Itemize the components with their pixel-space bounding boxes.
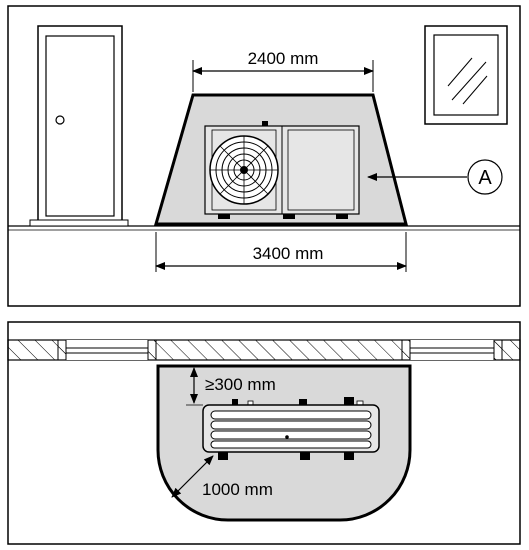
heat-pump-unit-top-icon: [202, 397, 380, 460]
bottom-width-dimension: 3400 mm: [155, 232, 407, 272]
radius-dimension: 1000 mm: [171, 455, 273, 499]
window-icon: [424, 25, 508, 125]
zone-marker-callout: A: [367, 159, 503, 195]
top-width-label: 2400 mm: [248, 49, 319, 68]
zone-marker-label: A: [478, 167, 492, 189]
rear-clearance-dimension: ≥300 mm: [186, 367, 276, 406]
bottom-width-label: 3400 mm: [253, 244, 324, 263]
front-view-panel: 2400 mm 3400 mm A: [7, 5, 521, 307]
heat-pump-unit-front-icon: [204, 121, 360, 219]
radius-label: 1000 mm: [202, 480, 273, 499]
top-view-panel: ≥300 mm 1000 mm: [7, 321, 521, 545]
building-wall-section: [7, 339, 521, 361]
top-width-dimension: 2400 mm: [192, 49, 374, 92]
door-icon: [29, 25, 129, 227]
rear-clearance-label: ≥300 mm: [205, 375, 276, 394]
